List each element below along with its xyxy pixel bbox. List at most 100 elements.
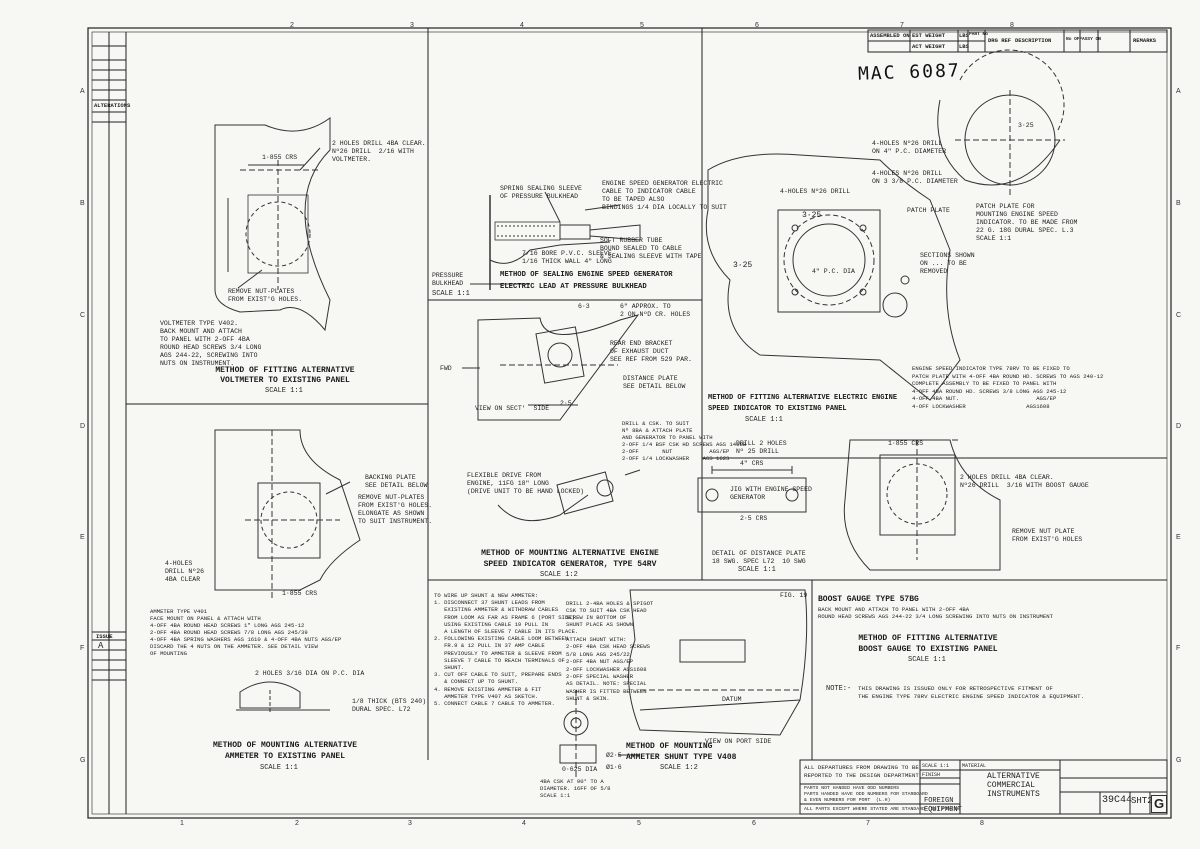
ammeter-dim: 1·855 CRS	[282, 590, 318, 597]
zone-top-6: 6	[755, 22, 759, 29]
generator-drill2-note: DRILL & CSK. TO SUIT Nº 8BA & ATTACH PLA…	[622, 420, 747, 462]
voltmeter-drill-note: 2 HOLES DRILL 4BA CLEAR. Nº26 DRILL 2/16…	[332, 140, 426, 163]
voltmeter-spec-note: VOLTMETER TYPE V402. BACK MOUNT AND ATTA…	[160, 320, 262, 367]
zone-top-8: 8	[1010, 22, 1014, 29]
tb-title-2: COMMERCIAL	[987, 781, 1036, 790]
generator-spec2: DRILL 2 HOLES Nº 25 DRILL	[736, 440, 787, 455]
boost-scale: SCALE 1:1	[908, 656, 946, 664]
col-description: DESCRIPTION	[1015, 37, 1052, 44]
generator-dim2: 2·5	[560, 400, 572, 407]
shunt-title-2: AMMETER SHUNT TYPE V408	[626, 753, 737, 762]
shunt-drill-note: DRILL 2-4BA HOLES & SPIGOT CSK TO SUIT 4…	[566, 600, 654, 628]
col-assy-on: ASSY ON	[1082, 37, 1101, 42]
voltmeter-title-1: METHOD OF FITTING ALTERNATIVE	[215, 366, 355, 375]
boost-title-1: METHOD OF FITTING ALTERNATIVE	[858, 634, 998, 643]
engine-patch2-note: PATCH PLATE FOR MOUNTING ENGINE SPEED IN…	[976, 203, 1078, 242]
tb-departures: ALL DEPARTURES FROM DRAWING TO BE REPORT…	[804, 764, 919, 779]
engine-sections-note: SECTIONS SHOWN ON ... TO BE REMOVED	[920, 252, 975, 275]
engine-spec-note: ENGINE SPEED INDICATOR TYPE 78RV TO BE F…	[912, 365, 1104, 410]
zone-right-f: F	[1176, 645, 1181, 652]
tb-drawing-no: 39C44	[1102, 795, 1133, 806]
sealing-rubber-note: 7/16 BORE P.V.C. SLEEVE 1/16 THICK WALL …	[522, 250, 612, 265]
zone-top-2: 2	[290, 22, 294, 29]
distance-title-2: 18 SWG. SPEC L72 10 SWG	[712, 558, 806, 565]
generator-fwd: FWD	[440, 365, 452, 372]
boost-dim: 1·855 CRS	[888, 440, 924, 447]
zone-bottom-2: 2	[295, 820, 299, 827]
boost-holes-note: 2 HOLES DRILL 4BA CLEAR. Nº26 DRILL 3/16…	[960, 474, 1089, 489]
shunt-view-label: VIEW ON PORT SIDE	[705, 738, 772, 745]
drawing-mark: MAC 6087	[857, 60, 962, 85]
tb-foreign-1: FOREIGN	[924, 797, 954, 805]
shunt-dim2: Ø2·5	[606, 752, 622, 759]
tb-title-1: ALTERNATIVE	[987, 772, 1040, 781]
engine-title-1: METHOD OF FITTING ALTERNATIVE ELECTRIC E…	[708, 394, 898, 402]
zone-top-7: 7	[900, 22, 904, 29]
generator-bracket-note: REAR END BRACKET OF EXHAUST DUCT SEE REF…	[610, 340, 692, 363]
notes-label: NOTE:-	[826, 685, 852, 693]
boost-type: BOOST GAUGE TYPE 57BG	[818, 595, 919, 604]
sealing-title-1: METHOD OF SEALING ENGINE SPEED GENERATOR	[500, 271, 673, 279]
zone-right-g: G	[1176, 757, 1182, 764]
ammeter-title-1: METHOD OF MOUNTING ALTERNATIVE	[212, 741, 358, 750]
sealing-cable-note: ENGINE SPEED GENERATOR ELECTRIC CABLE TO…	[602, 180, 727, 211]
voltmeter-remove-note: REMOVE NUT-PLATES FROM EXIST'G HOLES.	[228, 288, 303, 303]
boost-remove-note: REMOVE NUT PLATE FROM EXIST'G HOLES	[1012, 528, 1083, 543]
voltmeter-scale: SCALE 1:1	[265, 387, 303, 395]
shunt-steps-note: TO WIRE UP SHUNT & NEW AMMETER: 1. DISCO…	[434, 592, 579, 708]
generator-drill-note: 6" APPROX. TO 2 ON NºD CR. HOLES	[620, 303, 691, 318]
generator-dim: 6·3	[578, 303, 590, 310]
zone-left-e: E	[80, 534, 85, 541]
engine-dim4: 3·25	[1018, 122, 1034, 129]
voltmeter-dim: 1·855 CRS	[262, 154, 298, 161]
shunt-dim3: Ø1·6	[606, 764, 622, 771]
zone-left-d: D	[80, 423, 86, 430]
zone-bottom-1: 1	[180, 820, 184, 827]
tb-scale: SCALE 1:1	[922, 763, 950, 769]
notes-text: THIS DRAWING IS ISSUED ONLY FOR RETROSPE…	[858, 685, 1085, 700]
act-weight: ACT WEIGHT	[912, 43, 946, 50]
col-no-off: No OFF	[1066, 37, 1083, 42]
engine-holes2-note: 4-HOLES Nº26 DRILL ON 3 3/8 P.C. DIAMETE…	[872, 170, 958, 185]
generator-title-1: METHOD OF MOUNTING ALTERNATIVE ENGINE	[481, 549, 659, 558]
distance-dim: 4" CRS	[740, 460, 764, 467]
generator-flex-note: FLEXIBLE DRIVE FROM ENGINE, 11FG 18" LON…	[467, 472, 585, 495]
sealing-title-2: ELECTRIC LEAD AT PRESSURE BULKHEAD	[500, 283, 647, 291]
sealing-tube-note: SOFT RUBBER TUBE BOUND SEALED TO CABLE &…	[600, 237, 702, 260]
boost-spec-note: BACK MOUNT AND ATTACH TO PANEL WITH 2-OF…	[818, 606, 1053, 620]
distance-dim2: 2·5 CRS	[740, 515, 768, 522]
col-lbs-2: LBS	[959, 43, 969, 50]
col-drg-ref: DRG REF	[988, 37, 1012, 44]
tb-issue: G	[1151, 795, 1167, 813]
zone-top-3: 3	[410, 22, 414, 29]
distance-jig: JIG WITH ENGINE SPEED GENERATOR	[730, 486, 812, 501]
shunt-washer-note: 4BA CSK AT 90° TO A DIAMETER. 16FF OF 5/…	[540, 778, 611, 799]
zone-left-a: A	[80, 88, 85, 95]
ammeter-title-2: AMMETER TO EXISTING PANEL	[224, 752, 346, 761]
zone-top-5: 5	[640, 22, 644, 29]
tb-sheet-no: SHT2	[1131, 796, 1153, 806]
shunt-datum: DATUM	[722, 696, 742, 703]
zone-bottom-8: 8	[980, 820, 984, 827]
engine-scale: SCALE 1:1	[745, 416, 783, 424]
generator-view: VIEW ON SECT' SIDE	[475, 405, 550, 412]
ammeter-spec-note: AMMETER TYPE V401 FACE MOUNT ON PANEL & …	[150, 608, 342, 657]
shunt-dim: 0·625 DIA	[562, 766, 598, 773]
zone-bottom-7: 7	[866, 820, 870, 827]
sealing-scale: SCALE 1:1	[432, 290, 470, 298]
zone-left-c: C	[80, 312, 86, 319]
engine-dim1: 3·25	[802, 211, 822, 220]
generator-title-2: SPEED INDICATOR GENERATOR, TYPE 54RV	[483, 560, 657, 569]
shunt-title-1: METHOD OF MOUNTING	[626, 742, 713, 751]
engine-dim3: 3·25	[733, 261, 753, 270]
ammeter-holes-note: 4-HOLES DRILL Nº26 4BA CLEAR	[165, 560, 205, 583]
zone-right-a: A	[1176, 88, 1181, 95]
engine-patch-note: PATCH PLATE	[907, 207, 950, 214]
tb-title-3: INSTRUMENTS	[987, 790, 1040, 799]
zone-left-f: F	[80, 645, 85, 652]
alterations-label: ALTERATIONS	[94, 102, 131, 109]
sealing-sleeve-note: SPRING SEALING SLEEVE OF PRESSURE BULKHE…	[500, 185, 582, 200]
zone-left-g: G	[80, 757, 86, 764]
issue-value: A	[98, 641, 104, 651]
